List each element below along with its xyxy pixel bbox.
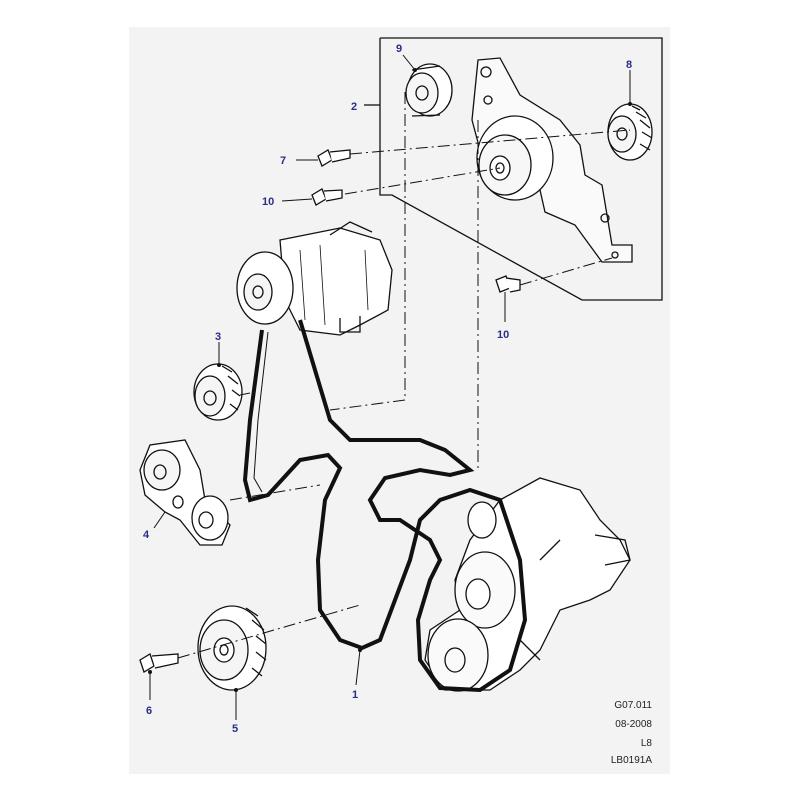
callout-10-top: 10 — [262, 196, 274, 208]
bracket-pulley — [476, 115, 554, 201]
bolt-6 — [139, 653, 179, 673]
assembly-box-outline — [379, 37, 663, 301]
bolt-10-top — [311, 188, 343, 206]
water-pump-housing — [424, 477, 631, 692]
callout-6: 6 — [146, 705, 152, 717]
belt-tensioner-4 — [139, 439, 231, 546]
callout-2: 2 — [351, 101, 357, 113]
idler-pulley-9 — [405, 63, 453, 117]
diagram-code: G07.011 — [614, 700, 652, 711]
diagram-date: 08-2008 — [615, 719, 652, 730]
callout-3: 3 — [215, 331, 221, 343]
callout-5: 5 — [232, 723, 238, 735]
callout-9: 9 — [396, 43, 402, 55]
callout-4: 4 — [143, 529, 150, 541]
callout-10-bottom: 10 — [497, 329, 509, 341]
pulley-3 — [193, 363, 243, 421]
bolt-7 — [317, 149, 351, 167]
bolt-10-bottom — [495, 275, 521, 293]
callout-7: 7 — [280, 155, 286, 167]
serpentine-belt-1 — [242, 319, 528, 693]
diagram-reference: LB0191A — [610, 755, 652, 766]
crankshaft-pulley-5 — [197, 605, 267, 691]
vehicle-model: L8 — [640, 738, 652, 749]
pulley-8 — [607, 103, 653, 161]
callout-1: 1 — [352, 689, 358, 701]
ac-compressor — [236, 221, 393, 336]
callout-8: 8 — [626, 59, 632, 71]
